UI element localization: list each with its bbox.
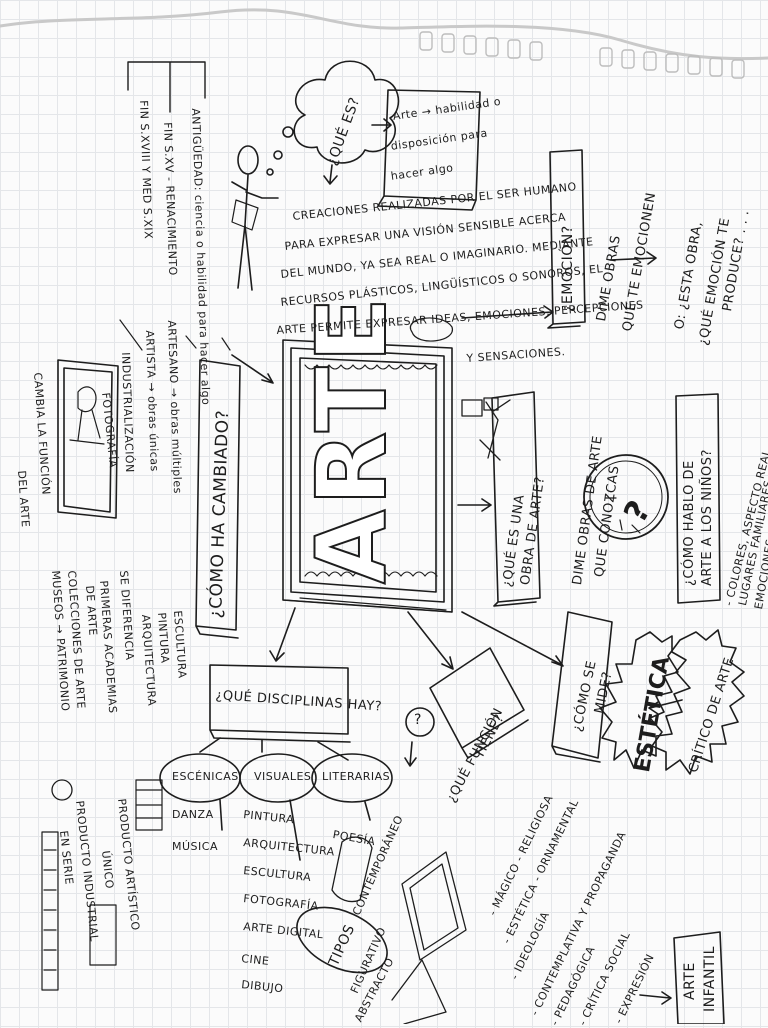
infantil-line-1: ARTE xyxy=(682,962,698,1000)
timeline-bracket xyxy=(127,61,206,113)
que-es-box xyxy=(377,89,481,211)
visuales-cine: CINE xyxy=(240,952,270,968)
obra-box xyxy=(491,391,541,607)
factory-icon xyxy=(135,779,163,831)
infantil-box xyxy=(673,931,725,1024)
group-literarias: LITERARIAS xyxy=(322,770,391,783)
emocion-box xyxy=(547,149,586,329)
group-visuales: VISUALES xyxy=(254,770,312,783)
cambiado-box xyxy=(195,359,241,639)
stick-figure-icon xyxy=(231,145,279,291)
mide-box xyxy=(551,611,613,763)
question-circle-icon xyxy=(583,454,669,540)
critico-burst xyxy=(649,629,745,775)
que-es-cloud xyxy=(293,60,400,164)
ninos-box-line-1: ¿CÓMO HABLO DE xyxy=(682,460,697,586)
group-escenicas: ESCÉNICAS xyxy=(172,770,239,783)
disciplinas-question-mark: ? xyxy=(414,712,422,728)
estetica-burst xyxy=(599,631,691,769)
notebook-edge xyxy=(0,8,768,61)
money-coin-icon xyxy=(51,779,73,801)
central-arte-frame xyxy=(282,339,453,613)
disciplinas-box xyxy=(209,664,351,743)
literarias-oval xyxy=(311,753,393,803)
ninos-box xyxy=(675,393,721,604)
tipos-oval xyxy=(296,906,388,974)
visuales-oval xyxy=(239,753,317,803)
escenicas-danza: DANZA xyxy=(172,808,214,821)
easel-icon xyxy=(461,397,511,461)
spiral-holes xyxy=(419,31,745,79)
central-title: ARTE xyxy=(295,292,409,585)
scroll-icon xyxy=(331,836,373,903)
funcion-box xyxy=(429,647,529,759)
emocion-box-text: ¿EMOCIÓN? xyxy=(560,225,576,312)
industrial-box-icon xyxy=(89,904,117,966)
notes-strip xyxy=(41,831,59,991)
infantil-line-2: INFANTIL xyxy=(702,946,718,1012)
ninos-box-line-2: ARTE A LOS NIÑOS? xyxy=(700,449,715,586)
artwork-frame-2 xyxy=(391,959,447,1024)
framed-photo-icon xyxy=(57,359,119,519)
escenicas-musica: MÚSICA xyxy=(172,840,218,853)
artwork-frame-1 xyxy=(401,851,467,961)
